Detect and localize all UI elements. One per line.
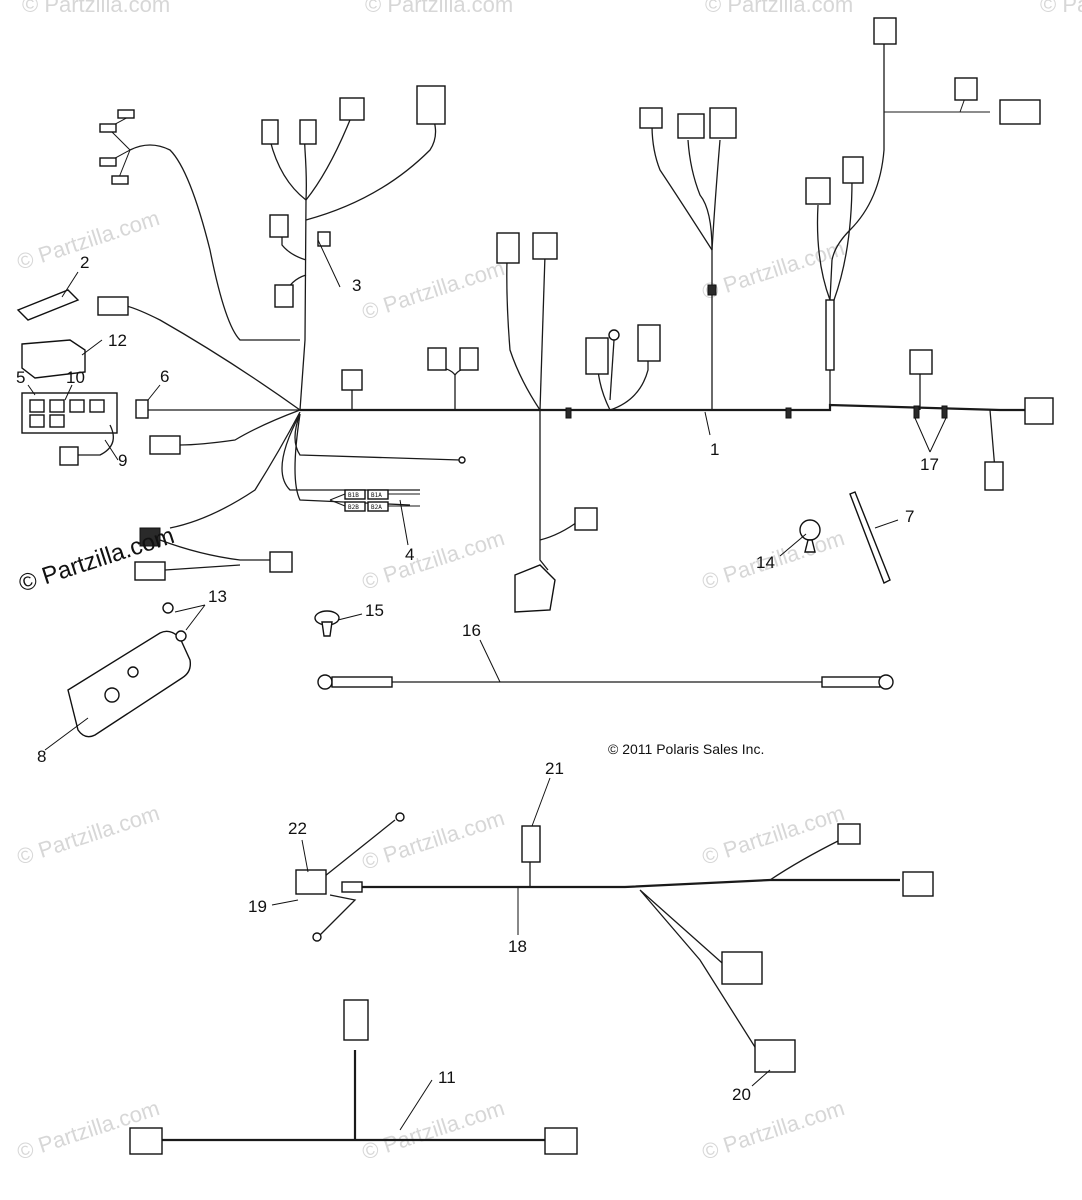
- connector: [59, 446, 79, 466]
- connector: [134, 561, 166, 581]
- callout-label: 2: [80, 253, 89, 272]
- connector: [521, 825, 541, 863]
- watermark-text: © Partzilla.com: [699, 1095, 848, 1165]
- main-harness: B1B B1A B2B B2A: [16, 17, 1054, 613]
- lower-harness: [129, 812, 934, 1155]
- connector: [427, 347, 447, 371]
- connector: [873, 17, 897, 45]
- connector: [299, 119, 317, 145]
- connector: [639, 107, 663, 129]
- screw: [162, 602, 174, 614]
- callout-label: 14: [756, 553, 775, 572]
- decal: [16, 289, 80, 321]
- callout-label: 17: [920, 455, 939, 474]
- watermark-text: © Partzilla.com: [359, 525, 508, 595]
- connector: [902, 871, 934, 897]
- watermark-text: © Partzilla.com: [359, 1095, 508, 1165]
- callout-label: 19: [248, 897, 267, 916]
- fuse-label: B2A: [371, 504, 382, 511]
- connector: [129, 1127, 163, 1155]
- connector: [984, 461, 1004, 491]
- connector: [909, 349, 933, 375]
- callout-label: 15: [365, 601, 384, 620]
- connector: [416, 85, 446, 125]
- relay-block: [21, 339, 86, 379]
- screw: [175, 630, 187, 642]
- callout-label: 21: [545, 759, 564, 778]
- connector: [754, 1039, 796, 1073]
- fuse-label: B1B: [348, 492, 359, 499]
- connector: [805, 177, 831, 205]
- connector: [837, 823, 861, 845]
- connector: [1024, 397, 1054, 425]
- fuse-label: B1A: [371, 492, 382, 499]
- loose-parts: [67, 491, 894, 738]
- callout-label: 5: [16, 368, 25, 387]
- connector: [339, 97, 365, 121]
- harness-branch-upper-right: [829, 40, 885, 410]
- harness-sleeve: [825, 299, 835, 371]
- connector: [341, 369, 363, 391]
- mounting-plate: [67, 630, 192, 738]
- callout-label: 4: [405, 545, 414, 564]
- connector: [585, 337, 609, 375]
- connector: [709, 107, 737, 139]
- callout-label: 7: [905, 507, 914, 526]
- harness-bracket: [514, 564, 556, 613]
- connector: [97, 296, 129, 316]
- connector: [139, 527, 161, 547]
- callout-numbers: 1 2 3 4 5 6 7 8 9 10 11 12 13 14 15 16 1…: [16, 253, 939, 1104]
- connector: [269, 551, 293, 573]
- watermark-text: © Partzilla.com: [699, 800, 848, 870]
- connector: [274, 284, 294, 308]
- callout-label: 22: [288, 819, 307, 838]
- watermark-text: © Partzilla.com: [14, 800, 163, 870]
- connector: [677, 113, 705, 139]
- connector: [343, 999, 369, 1041]
- callout-label: 13: [208, 587, 227, 606]
- connector: [149, 435, 181, 455]
- connector: [532, 232, 558, 260]
- connector: [721, 951, 763, 985]
- connector: [999, 99, 1041, 125]
- connector: [954, 77, 978, 101]
- callout-label: 6: [160, 367, 169, 386]
- callout-label: 9: [118, 451, 127, 470]
- watermark-text: © Partzilla.com: [365, 0, 513, 17]
- connector: [459, 347, 479, 371]
- watermark-text: © Partzilla.com: [699, 235, 848, 305]
- watermark-text: © Partzilla.com: [359, 255, 508, 325]
- fuse-label: B2B: [348, 504, 359, 511]
- connector: [496, 232, 520, 264]
- connector: [574, 507, 598, 531]
- connector: [261, 119, 279, 145]
- watermark-text: © Partzilla.com: [705, 0, 853, 17]
- connector: [637, 324, 661, 362]
- callout-label: 1: [710, 440, 719, 459]
- connector: [544, 1127, 578, 1155]
- callout-label: 12: [108, 331, 127, 350]
- watermark-text: © Partzilla.com: [1040, 0, 1082, 17]
- watermark-text: © Partzilla.com: [22, 0, 170, 17]
- callout-label: 3: [352, 276, 361, 295]
- watermark-text: © Partzilla.com: [16, 522, 178, 598]
- callout-label: 8: [37, 747, 46, 766]
- harness-18: [360, 878, 900, 889]
- copyright-text: © 2011 Polaris Sales Inc.: [608, 741, 764, 757]
- callout-leaders: [27, 239, 947, 1131]
- callout-label: 11: [438, 1068, 456, 1087]
- callout-label: 16: [462, 621, 481, 640]
- connector: [842, 156, 864, 184]
- cable-tie: [849, 491, 891, 584]
- connector: [295, 869, 327, 895]
- callout-label: 20: [732, 1085, 751, 1104]
- watermark-text: © Partzilla.com: [359, 805, 508, 875]
- connector: [269, 214, 289, 238]
- callout-label: 10: [66, 368, 85, 387]
- fuse-block: B1B B1A B2B B2A: [329, 489, 420, 512]
- callout-label: 18: [508, 937, 527, 956]
